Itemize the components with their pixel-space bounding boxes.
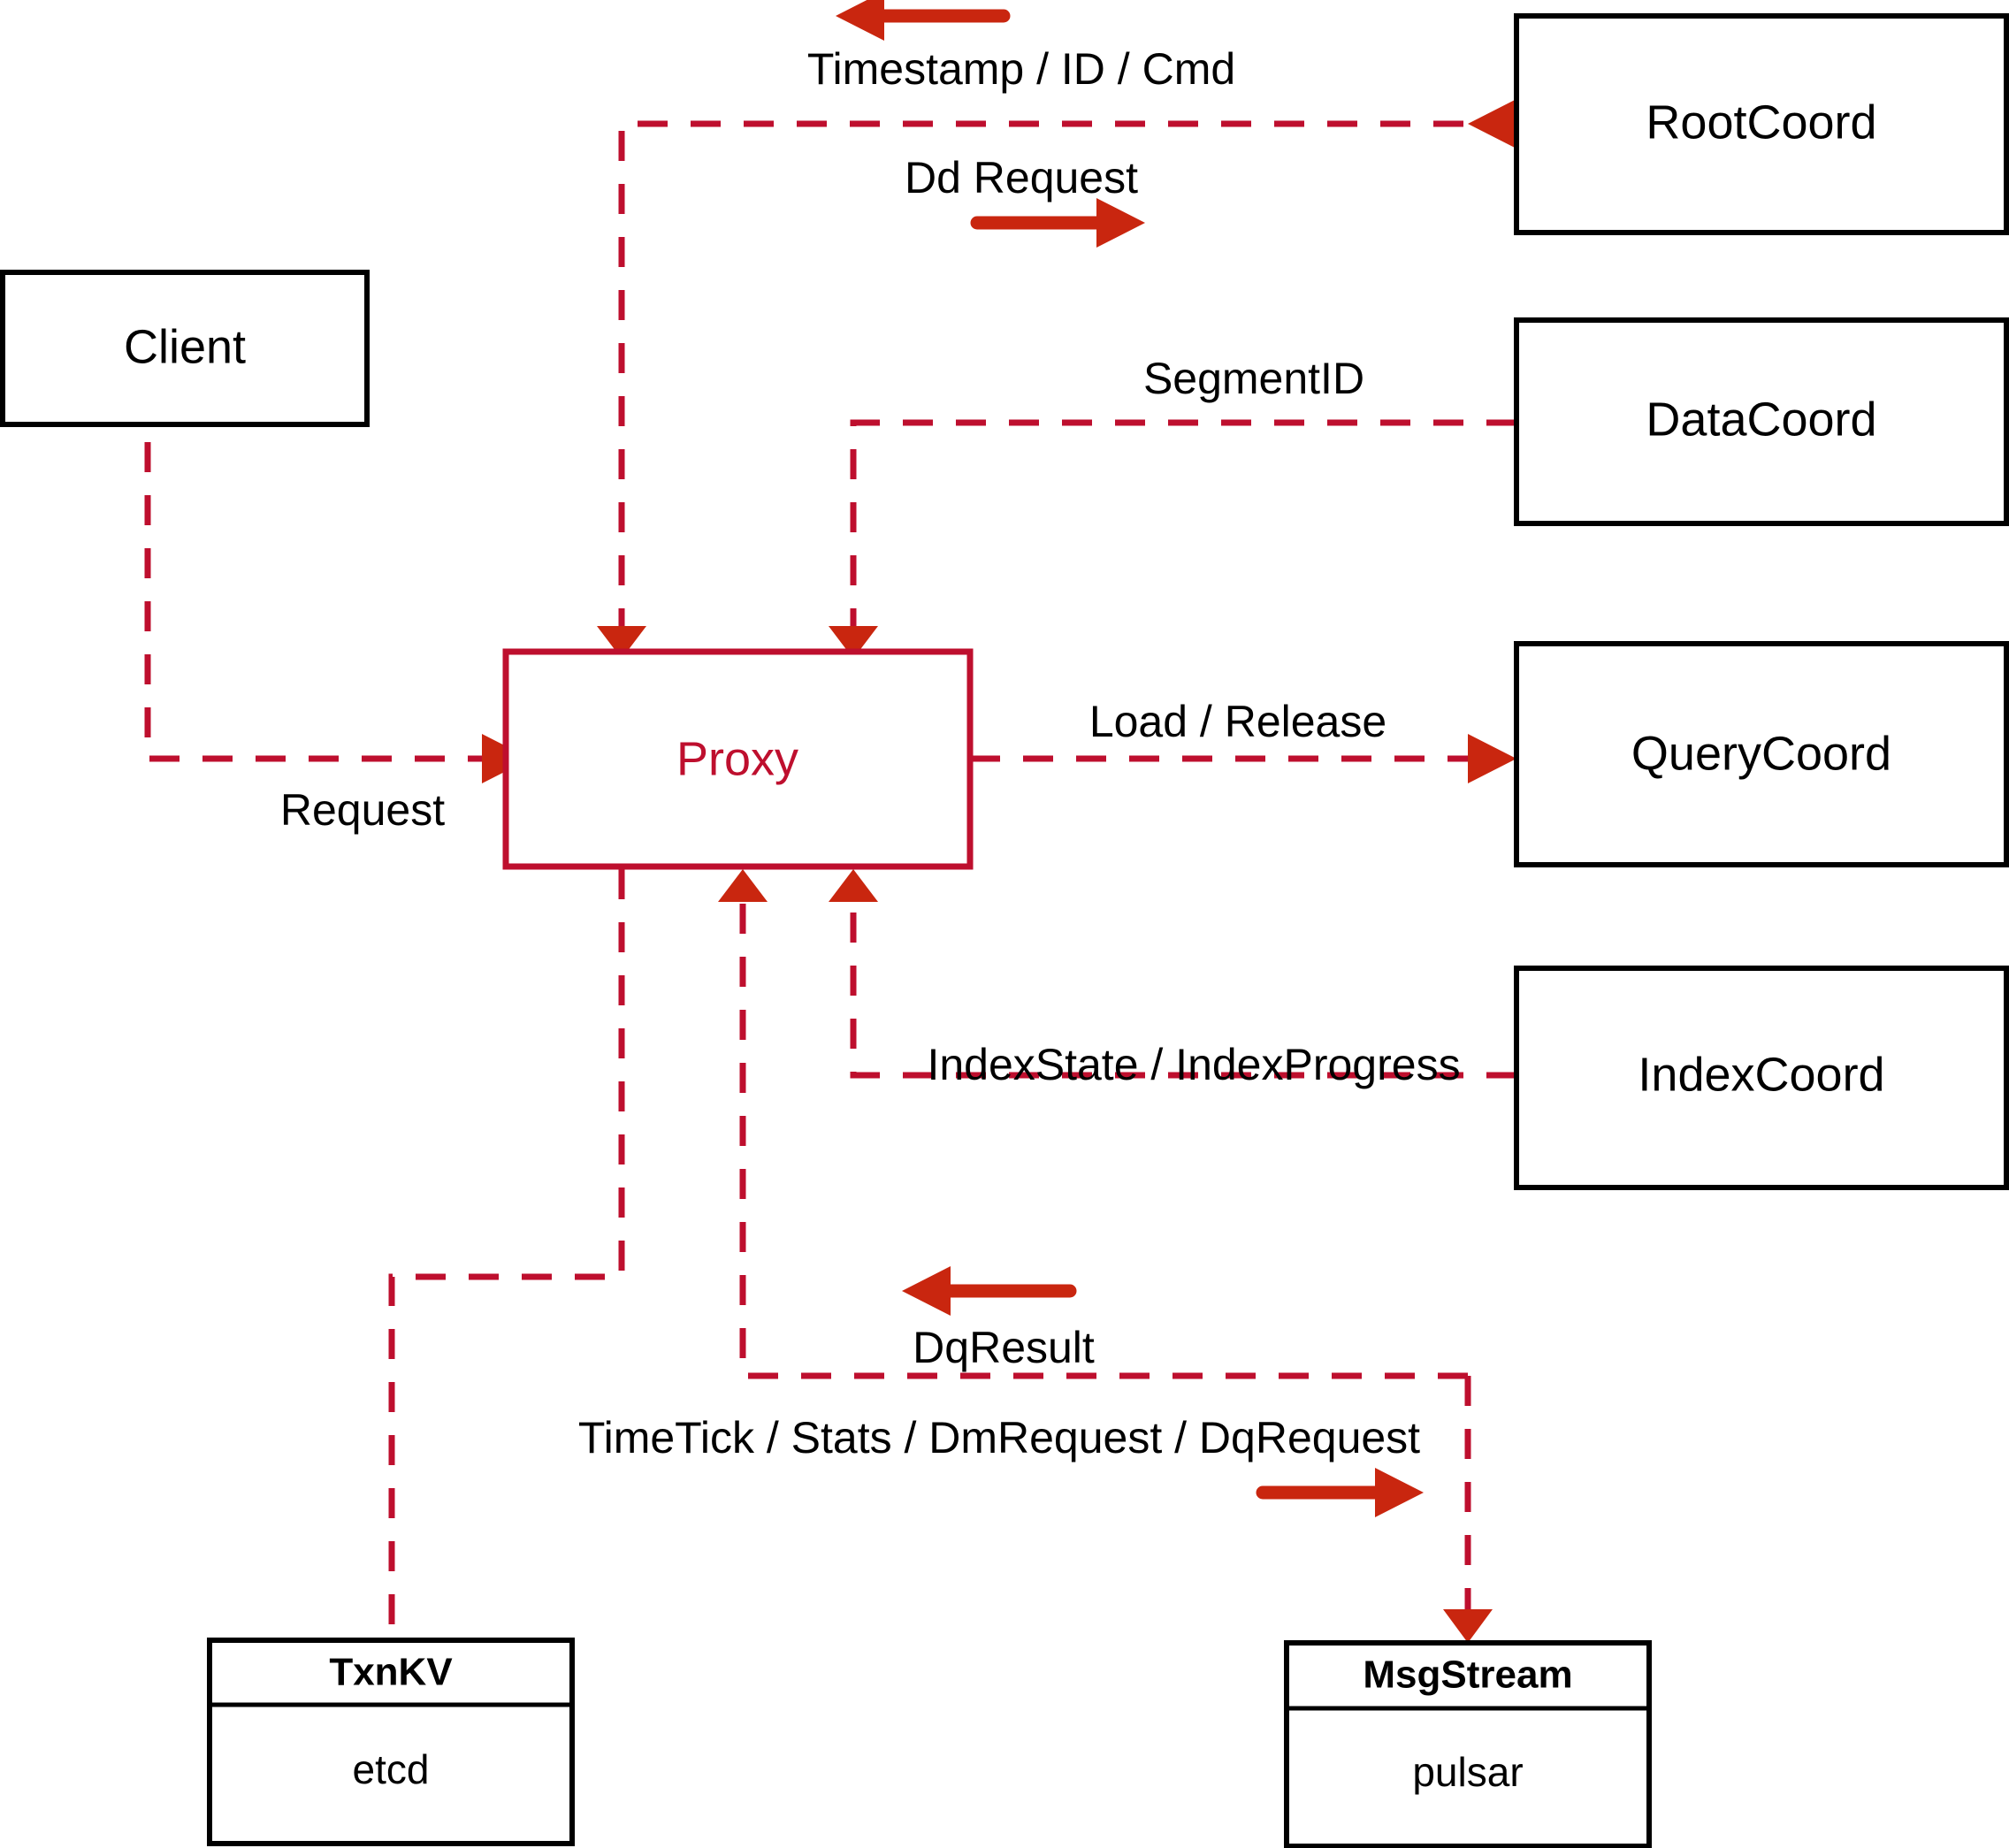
- arrowhead-load-release: [1468, 734, 1516, 783]
- node-indexcoord[interactable]: IndexCoord: [1514, 966, 2009, 1190]
- node-proxy[interactable]: Proxy: [502, 648, 974, 870]
- arrowhead-indexstate-indexprogress: [829, 869, 878, 902]
- arrowhead-timetick-into-msgstream: [1443, 1609, 1493, 1643]
- flow-arrow-right-dd-request: [970, 198, 1145, 248]
- flow-arrow-left-dqresult: [902, 1266, 1077, 1316]
- rootcoord-label: RootCoord: [1646, 95, 1876, 149]
- flow-arrow-left-timestamp: [836, 0, 1011, 41]
- edge-label-request: Request: [280, 785, 445, 835]
- querycoord-box[interactable]: [1514, 641, 2009, 867]
- node-txnkv[interactable]: TxnKV etcd: [207, 1638, 575, 1846]
- edge-label-dqresult: DqResult: [913, 1323, 1095, 1372]
- edge-label-timestamp-id-cmd: Timestamp / ID / Cmd: [807, 44, 1235, 94]
- msgstream-box[interactable]: [1284, 1640, 1652, 1848]
- indexcoord-box[interactable]: [1514, 966, 2009, 1190]
- flow-arrow-right-timetick: [1256, 1468, 1424, 1517]
- node-client[interactable]: Client: [0, 270, 370, 427]
- client-box[interactable]: [0, 270, 370, 427]
- txnkv-box[interactable]: [207, 1638, 575, 1846]
- edge-client-to-proxy: [144, 389, 482, 762]
- proxy-box[interactable]: [502, 648, 974, 870]
- node-datacoord[interactable]: DataCoord: [1514, 317, 2009, 526]
- msgstream-title: MsgStream: [1363, 1653, 1572, 1697]
- arrowhead-timestamp-id-cmd: [597, 626, 646, 659]
- edge-label-timetick-stats-dm-dq: TimeTick / Stats / DmRequest / DqRequest: [578, 1413, 1420, 1462]
- node-rootcoord[interactable]: RootCoord: [1514, 13, 2009, 235]
- arrowhead-dqresult: [718, 869, 768, 902]
- txnkv-title: TxnKV: [329, 1651, 453, 1694]
- client-label: Client: [124, 320, 246, 373]
- node-querycoord[interactable]: QueryCoord: [1514, 641, 2009, 867]
- arrowhead-dd-request-into-rootcoord: [1468, 99, 1516, 149]
- edge-label-segmentid: SegmentID: [1143, 354, 1364, 403]
- rootcoord-box[interactable]: [1514, 13, 2009, 235]
- arrowhead-segmentid: [829, 626, 878, 659]
- indexcoord-label: IndexCoord: [1638, 1048, 1884, 1101]
- edge-label-indexstate-indexprogress: IndexState / IndexProgress: [927, 1040, 1460, 1089]
- edge-label-load-release: Load / Release: [1089, 697, 1386, 746]
- edge-indexcoord-to-proxy: [850, 902, 1516, 1079]
- querycoord-label: QueryCoord: [1631, 727, 1891, 780]
- edge-label-dd-request: Dd Request: [905, 153, 1138, 202]
- txnkv-impl: etcd: [353, 1746, 430, 1792]
- msgstream-impl: pulsar: [1412, 1749, 1523, 1795]
- proxy-label: Proxy: [676, 732, 798, 785]
- edge-msgstream-to-proxy: [739, 902, 1468, 1379]
- edge-rootcoord-to-proxy: [618, 120, 1516, 626]
- datacoord-label: DataCoord: [1646, 393, 1876, 446]
- edge-proxy-to-txnkv: [388, 869, 625, 1640]
- node-msgstream[interactable]: MsgStream pulsar: [1284, 1640, 1652, 1848]
- edge-datacoord-to-proxy: [850, 419, 1516, 626]
- datacoord-box[interactable]: [1514, 317, 2009, 526]
